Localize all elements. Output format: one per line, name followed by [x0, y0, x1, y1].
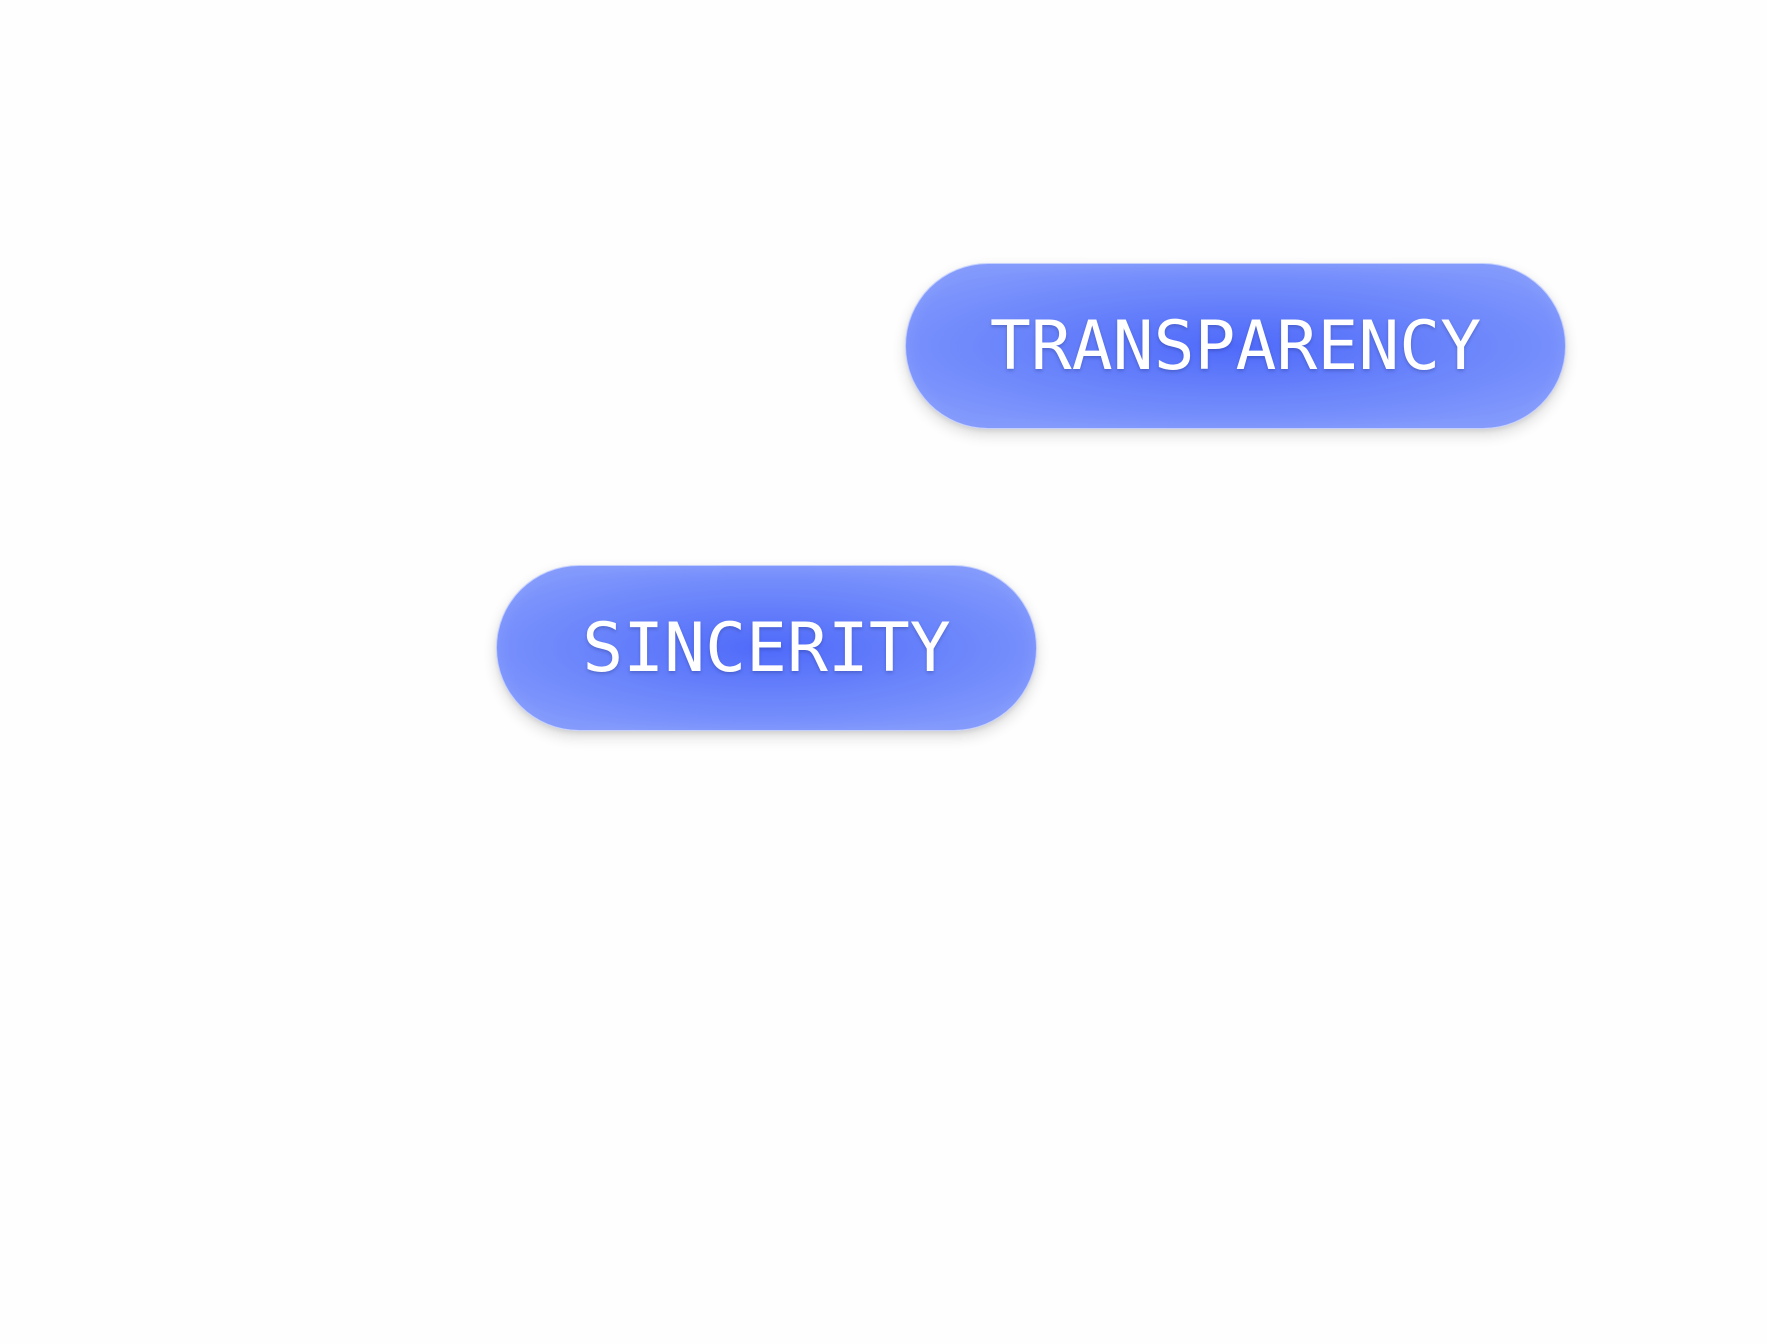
transparency-button[interactable]: TRANSPARENCY [905, 263, 1566, 429]
transparency-label: TRANSPARENCY [989, 306, 1482, 386]
sincerity-label: SINCERITY [582, 608, 951, 688]
sincerity-button[interactable]: SINCERITY [496, 565, 1037, 731]
